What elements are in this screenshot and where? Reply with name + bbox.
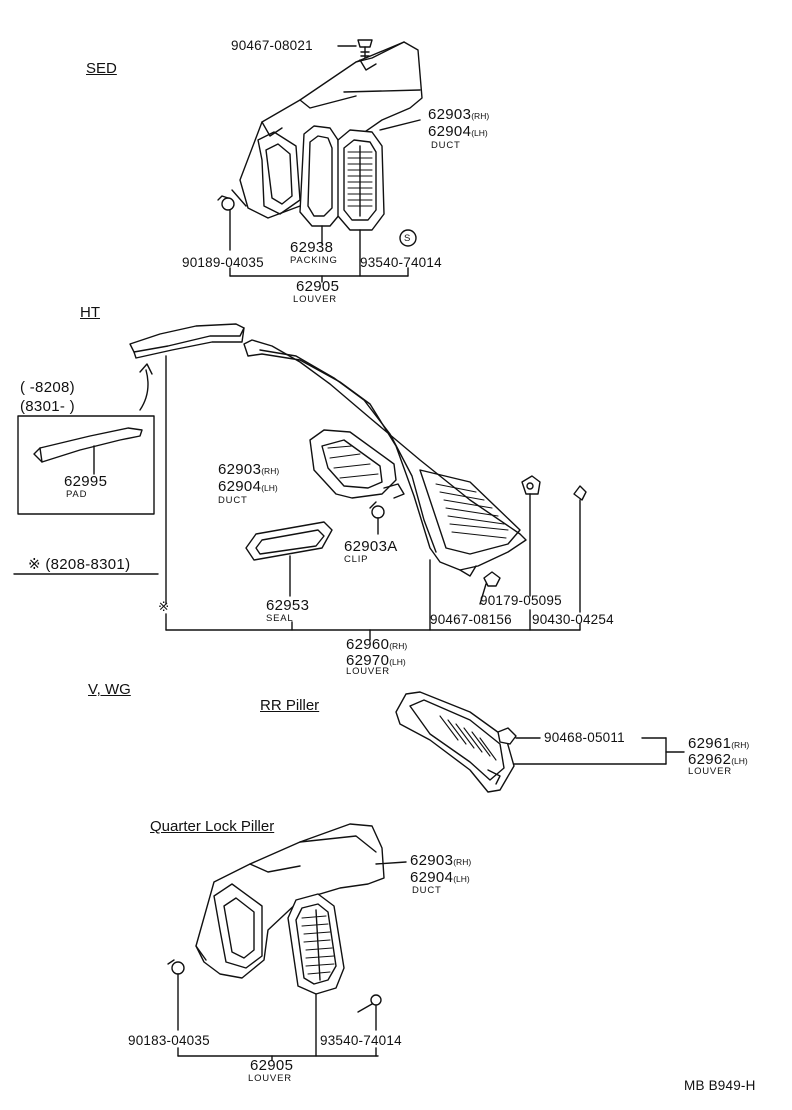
ht-pad-box — [17, 415, 155, 515]
sed-louver-number: 62905 — [296, 278, 340, 295]
footer-diagram-code: MB B949-H — [684, 1078, 756, 1093]
quarter-louver-drawing — [287, 893, 345, 995]
sed-clip-part-number: 90189-04035 — [182, 255, 264, 270]
ht-louver-name: LOUVER — [346, 666, 390, 677]
quarter-duct-name: DUCT — [412, 885, 442, 896]
sed-bolt-icon — [357, 39, 373, 61]
ht-range-note: ※ (8208-8301) — [28, 556, 131, 573]
rr-louver-drawing — [395, 691, 515, 793]
quarter-duct-lh-number: 62904(LH) — [410, 869, 470, 886]
ht-part-a-number: 90179-05095 — [480, 593, 562, 608]
quarter-duct-rh-number: 62903(RH) — [410, 852, 472, 869]
ht-part-b-number: 90467-08156 — [430, 612, 512, 627]
ht-range-arrow — [139, 363, 153, 411]
ht-seal-drawing — [245, 521, 333, 597]
ht-star-mark: ※ — [158, 599, 170, 614]
ht-louver-rh-number: 62960(RH) — [346, 636, 408, 653]
ht-range-b: (8301- ) — [20, 398, 75, 415]
ht-clip-icon — [369, 501, 385, 535]
rr-louver-name: LOUVER — [688, 766, 732, 777]
quarter-lock-piller-heading: Quarter Lock Piller — [150, 818, 275, 835]
ht-small-parts-icons — [479, 475, 587, 613]
rr-clip-icon — [497, 727, 541, 745]
sed-leader-lines — [229, 45, 421, 283]
sed-clip-icon — [217, 195, 235, 251]
ht-pad-number: 62995 — [64, 473, 108, 490]
ht-part-c-number: 90430-04254 — [532, 612, 614, 627]
quarter-louver-name: LOUVER — [248, 1073, 292, 1084]
sed-bolt-part-number: 90467-08021 — [231, 38, 313, 53]
section-heading-ht: HT — [80, 304, 100, 321]
quarter-louver-number: 62905 — [250, 1057, 294, 1074]
ht-clip-name: CLIP — [344, 554, 369, 565]
ht-clip-number: 62903A — [344, 538, 398, 555]
ht-duct-rh-number: 62903(RH) — [218, 461, 280, 478]
sed-duct-rh-number: 62903(RH) — [428, 106, 490, 123]
ht-duct-drawing — [309, 429, 405, 499]
quarter-clip-icon — [167, 959, 185, 1031]
quarter-leader-lines — [177, 861, 407, 1061]
ht-range-a: ( -8208) — [20, 379, 75, 396]
rr-louver-rh-number: 62961(RH) — [688, 735, 750, 752]
sed-duct-lh-number: 62904(LH) — [428, 123, 488, 140]
ht-pad-name: PAD — [66, 489, 88, 500]
rr-clip-part-number: 90468-05011 — [544, 730, 625, 745]
ht-leader-lines — [13, 355, 581, 641]
quarter-clip-part-number: 90183-04035 — [128, 1033, 210, 1048]
sed-duct-name: DUCT — [431, 140, 461, 151]
quarter-duct-drawing — [195, 823, 385, 979]
section-heading-vwg: V, WG — [88, 681, 131, 698]
ht-duct-name: DUCT — [218, 495, 248, 506]
ht-duct-lh-number: 62904(LH) — [218, 478, 278, 495]
rr-louver-lh-number: 62962(LH) — [688, 751, 748, 768]
sed-screw-part-number: 93540-74014 — [360, 255, 442, 270]
sed-packing-drawing — [299, 125, 341, 227]
sed-packing-name: PACKING — [290, 255, 338, 266]
quarter-screw-icon — [357, 994, 382, 1031]
sed-packing-number: 62938 — [290, 239, 334, 256]
quarter-screw-part-number: 93540-74014 — [320, 1033, 402, 1048]
ht-seal-number: 62953 — [266, 597, 310, 614]
sed-louver-name: LOUVER — [293, 294, 337, 305]
sed-screw-mark: S — [404, 233, 412, 244]
section-heading-sed: SED — [86, 60, 117, 77]
ht-louver-lh-number: 62970(LH) — [346, 652, 406, 669]
rr-piller-heading: RR Piller — [260, 697, 320, 714]
ht-quarter-louver-drawing — [243, 339, 527, 577]
ht-top-garnish-drawing — [129, 323, 245, 359]
sed-screw-mark-icon — [399, 229, 417, 247]
sed-louver-drawing — [337, 129, 385, 231]
ht-seal-name: SEAL — [266, 613, 294, 624]
rr-leader-lines — [513, 737, 685, 765]
